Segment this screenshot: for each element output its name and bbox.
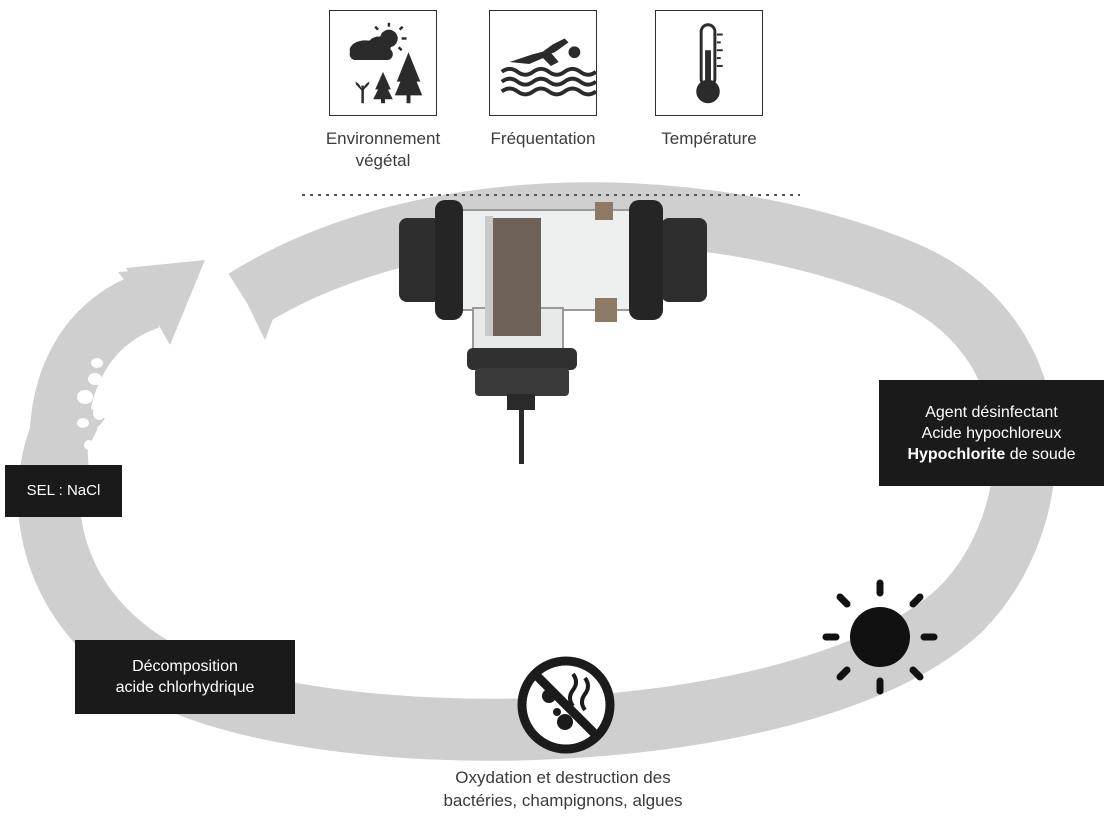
- weather-trees-icon: [349, 22, 423, 104]
- disinfectant-line2: Acide hypochloreux: [921, 424, 1062, 442]
- decomposition-box: Décomposition acide chlorhydrique: [75, 640, 295, 714]
- disinfectant-line1: Agent désinfectant: [925, 403, 1058, 421]
- dotted-separator: [302, 194, 800, 196]
- oxidation-line2: bactéries, champignons, algues: [443, 791, 683, 810]
- disinfectant-line3: Hypochlorite de soude: [907, 444, 1075, 465]
- environment-factor-box: [329, 10, 437, 116]
- decomposition-line2: acide chlorhydrique: [115, 679, 255, 696]
- temperature-factor-box: [655, 10, 763, 116]
- temperature-label-line1: Température: [661, 129, 757, 148]
- disinfectant-line3-bold: Hypochlorite: [907, 445, 1006, 463]
- salt-label: SEL : NaCl: [26, 482, 101, 499]
- attendance-label: Fréquentation: [463, 128, 623, 150]
- environment-label-line2: végétal: [355, 151, 411, 170]
- oxidation-line1: Oxydation et destruction des: [455, 768, 671, 787]
- environment-label: Environnement végétal: [303, 128, 463, 172]
- swimmer-icon: [500, 38, 596, 97]
- disinfectant-line3-rest: de soude: [1005, 445, 1076, 463]
- oxidation-caption: Oxydation et destruction des bactéries, …: [363, 766, 763, 812]
- attendance-label-line1: Fréquentation: [490, 129, 596, 148]
- temperature-label: Température: [629, 128, 789, 150]
- environment-label-line1: Environnement: [325, 129, 441, 148]
- salt-electrolysis-cell: [399, 200, 707, 464]
- salt-label-box: SEL : NaCl: [5, 465, 122, 517]
- salt-crystals-icon: [77, 351, 169, 450]
- thermometer-icon: [696, 23, 723, 104]
- no-microbes-icon: [517, 656, 615, 754]
- decomposition-line1: Décomposition: [132, 658, 238, 675]
- attendance-factor-box: [489, 10, 597, 116]
- disinfectant-box: Agent désinfectant Acide hypochloreux Hy…: [879, 380, 1104, 486]
- sun-icon: [822, 579, 938, 695]
